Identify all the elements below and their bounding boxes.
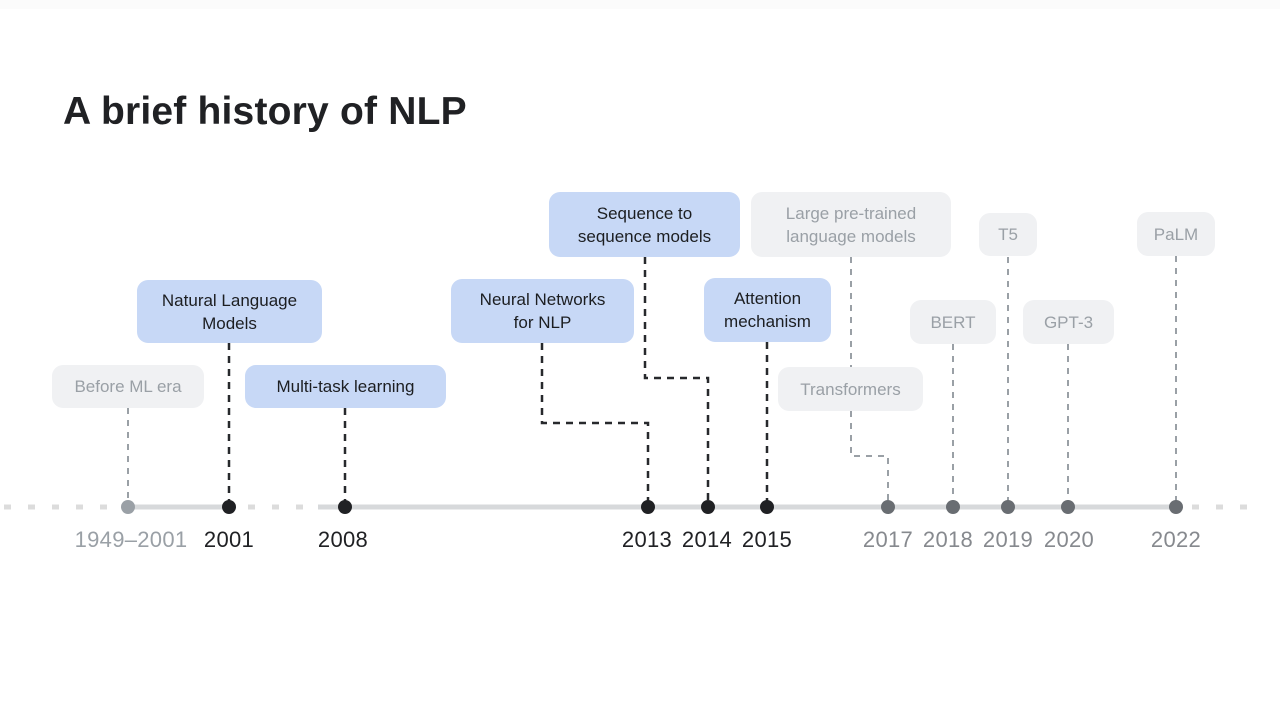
event-box-sequence-to-sequence-models: Sequence to sequence models (549, 192, 740, 257)
event-box-natural-language-models: Natural Language Models (137, 280, 322, 343)
event-box-before-ml-era: Before ML era (52, 365, 204, 408)
event-box-large-pretrained-language-models: Large pre-trained language models (751, 192, 951, 257)
event-box-gpt-3: GPT-3 (1023, 300, 1114, 344)
year-label-1949-2001: 1949–2001 (74, 527, 188, 552)
event-box-palm: PaLM (1137, 212, 1215, 256)
timeline-dots (121, 500, 1183, 514)
year-label-2013: 2013 (621, 527, 673, 552)
event-box-t5: T5 (979, 213, 1037, 256)
year-label-2001: 2001 (203, 527, 255, 552)
event-box-neural-networks-for-nlp: Neural Networks for NLP (451, 279, 634, 343)
event-box-multi-task-learning: Multi-task learning (245, 365, 446, 408)
year-label-2022: 2022 (1150, 527, 1202, 552)
year-label-2019: 2019 (982, 527, 1034, 552)
year-label-2020: 2020 (1043, 527, 1095, 552)
year-label-2018: 2018 (922, 527, 974, 552)
event-box-attention-mechanism: Attention mechanism (704, 278, 831, 342)
year-label-2017: 2017 (862, 527, 914, 552)
year-label-2008: 2008 (317, 527, 369, 552)
event-box-bert: BERT (910, 300, 996, 344)
year-label-2015: 2015 (741, 527, 793, 552)
top-strip (0, 0, 1280, 9)
page-title: A brief history of NLP (63, 90, 467, 134)
year-label-2014: 2014 (681, 527, 733, 552)
event-box-transformers: Transformers (778, 367, 923, 411)
